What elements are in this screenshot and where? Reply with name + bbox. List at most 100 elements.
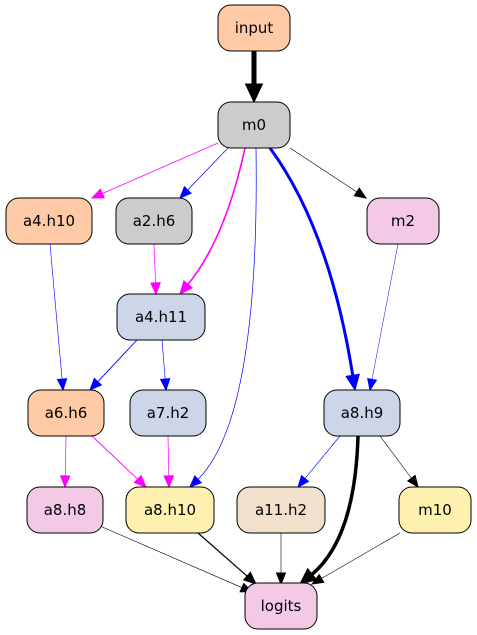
edge-a7h2-to-a8h10 — [163, 435, 175, 489]
node-input: input — [217, 4, 291, 52]
edge-a8h9-to-logits — [299, 435, 360, 585]
node-label: a6.h6 — [45, 404, 88, 422]
node-m2: m2 — [366, 197, 440, 245]
node-label: logits — [261, 597, 302, 615]
edge-arrowhead — [345, 373, 360, 392]
node-box — [244, 582, 318, 630]
node-box — [26, 486, 104, 534]
node-box — [323, 389, 401, 437]
node-box — [27, 389, 105, 437]
edge-arrowhead — [150, 282, 161, 296]
edge-arrowhead — [179, 280, 194, 295]
edge-arrowhead — [189, 475, 203, 488]
edge-a6h6-to-a8h8 — [59, 435, 71, 489]
edge-line — [268, 147, 355, 378]
edge-m10-to-logits — [310, 532, 401, 585]
edge-input-to-m0 — [244, 51, 264, 104]
edge-arrowhead — [163, 475, 175, 489]
node-layer: input m0 a4.h10 a2.h6 m2 a4.h11 a6.h6 a7.h2 a8.h… — [5, 4, 472, 630]
edge-arrowhead — [275, 572, 287, 586]
edge-arrowhead — [242, 571, 257, 585]
node-label: a2.h6 — [133, 212, 176, 230]
edge-line — [379, 435, 413, 480]
node-box — [236, 486, 326, 534]
edge-arrowhead — [299, 567, 318, 585]
edge-arrowhead — [353, 187, 368, 199]
node-a4h10: a4.h10 — [5, 197, 93, 245]
edge-line — [303, 435, 341, 480]
node-label: a11.h2 — [255, 501, 307, 519]
edge-arrowhead — [406, 474, 419, 489]
edge-a4h11-to-a7h2 — [159, 339, 171, 392]
node-label: a8.h8 — [44, 501, 87, 519]
edge-line — [167, 435, 170, 478]
node-a8h8: a8.h8 — [26, 486, 104, 534]
edge-m0-to-m2 — [289, 147, 368, 199]
edge-line — [196, 147, 257, 481]
node-label: m0 — [242, 116, 266, 134]
node-label: a8.h10 — [144, 501, 196, 519]
node-label: m2 — [391, 212, 415, 230]
edge-arrowhead — [367, 377, 378, 392]
edge-m0-to-a8h10 — [189, 147, 257, 488]
node-label: input — [235, 19, 274, 37]
edge-a8h9-to-a11h2 — [297, 435, 341, 489]
edge-arrowhead — [297, 474, 310, 489]
node-label: m10 — [418, 501, 452, 519]
edge-a6h6-to-a8h10 — [91, 435, 147, 488]
edge-arrowhead — [89, 377, 103, 391]
node-label: a4.h11 — [135, 308, 187, 326]
edge-m0-to-a4h11 — [179, 147, 246, 295]
edge-a2h6-to-a4h11 — [150, 243, 161, 296]
node-box — [217, 101, 291, 149]
edge-line — [319, 532, 401, 580]
edge-line — [186, 147, 229, 192]
edge-line — [96, 339, 138, 384]
edge-m2-to-a8h9 — [367, 243, 399, 392]
edge-m0-to-a2h6 — [179, 147, 229, 199]
edge-line — [186, 147, 246, 287]
node-box — [129, 389, 207, 437]
node-a7h2: a7.h2 — [129, 389, 207, 437]
edge-a4h11-to-a6h6 — [89, 339, 138, 391]
edge-m0-to-a4h10 — [90, 142, 219, 199]
node-box — [116, 293, 206, 341]
edge-a8h8-to-logits — [99, 525, 254, 593]
node-a4h11: a4.h11 — [116, 293, 206, 341]
edge-line — [64, 435, 67, 478]
node-box — [217, 4, 291, 52]
node-box — [5, 197, 93, 245]
node-m10: m10 — [398, 486, 472, 534]
node-box — [115, 197, 193, 245]
node-label: a8.h9 — [341, 404, 384, 422]
node-box — [398, 486, 472, 534]
edge-arrowhead — [179, 185, 192, 199]
edge-line — [197, 532, 249, 578]
edge-line — [161, 339, 166, 381]
edge-line — [153, 243, 156, 285]
node-a2h6: a2.h6 — [115, 197, 193, 245]
edge-arrowhead — [133, 474, 147, 488]
edge-line — [99, 525, 244, 589]
node-box — [125, 486, 215, 534]
edge-arrowhead — [159, 378, 171, 392]
node-logits: logits — [244, 582, 318, 630]
node-a8h9: a8.h9 — [323, 389, 401, 437]
edge-arrowhead — [90, 188, 105, 199]
edge-arrowhead — [310, 573, 325, 585]
edge-line — [49, 243, 63, 381]
node-a11h2: a11.h2 — [236, 486, 326, 534]
node-label: a4.h10 — [23, 212, 75, 230]
edge-line — [371, 243, 399, 382]
edge-arrowhead — [59, 475, 71, 489]
edge-a4h10-to-a6h6 — [49, 243, 68, 392]
edge-line — [309, 435, 360, 578]
edge-arrowhead — [56, 378, 68, 392]
node-a6h6: a6.h6 — [27, 389, 105, 437]
edge-line — [100, 142, 219, 195]
edge-a11h2-to-logits — [275, 533, 287, 586]
edge-m0-to-a8h9 — [268, 147, 360, 392]
edge-a8h9-to-m10 — [379, 435, 419, 489]
node-m0: m0 — [217, 101, 291, 149]
